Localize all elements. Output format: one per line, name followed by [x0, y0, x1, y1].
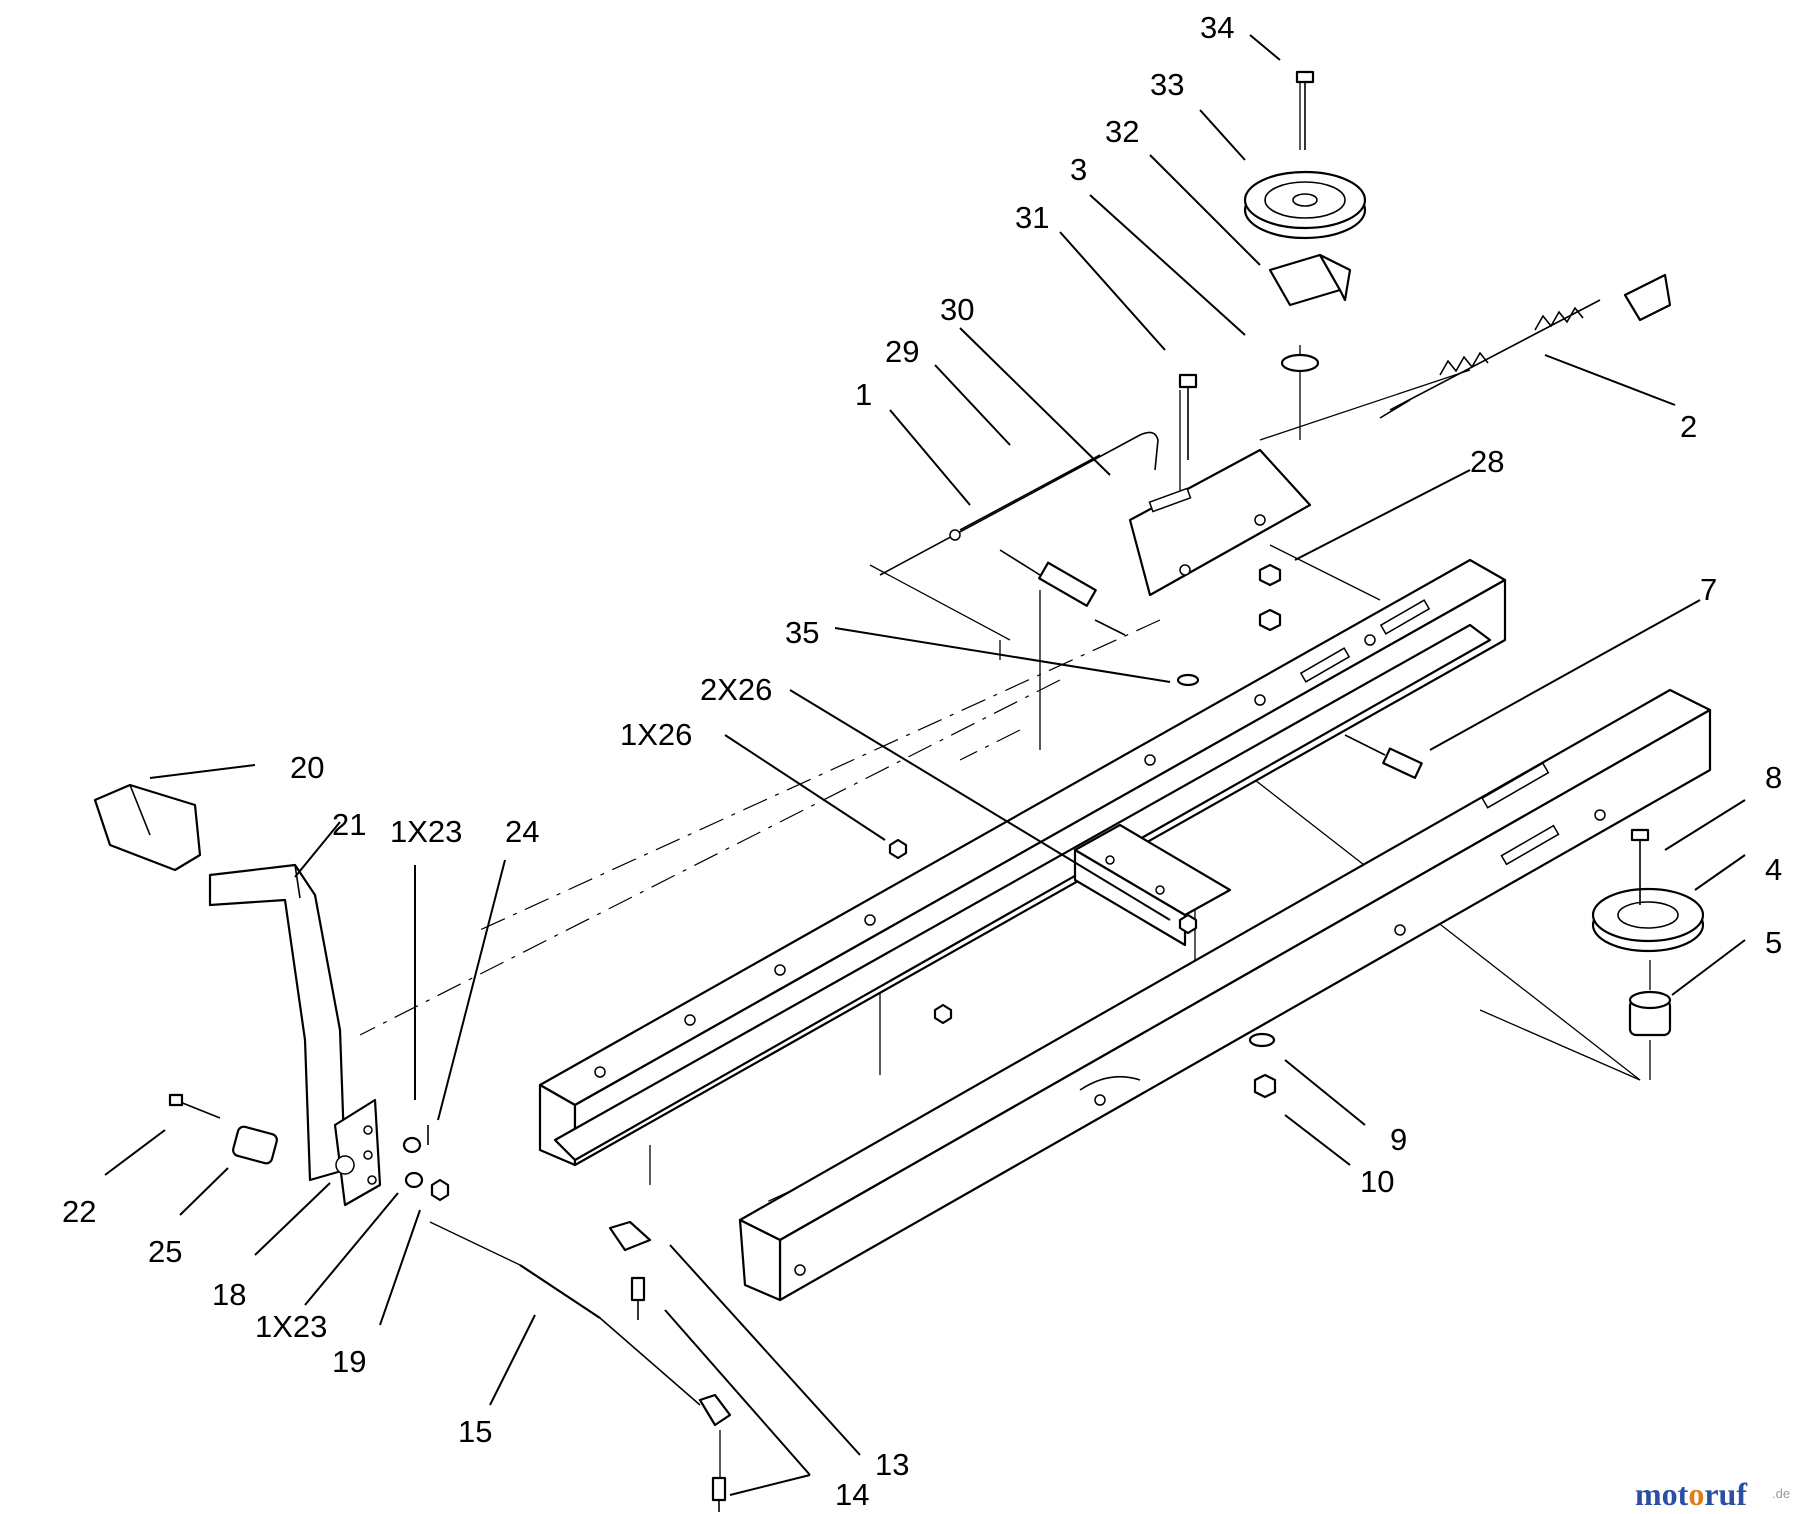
callout-22: 22: [62, 1194, 96, 1229]
callout-1x23-top: 1X23: [390, 814, 462, 849]
callout-7: 7: [1700, 572, 1717, 607]
callouts: 34 33 32 3 31 30 29 1 2 28 7 35 2X26 1X2…: [62, 10, 1782, 1512]
callout-1x23-bottom: 1X23: [255, 1309, 327, 1344]
callout-33: 33: [1150, 67, 1184, 102]
callout-28: 28: [1470, 444, 1504, 479]
cross-member: [1073, 823, 1232, 947]
watermark-suffix: .de: [1772, 1486, 1790, 1501]
callout-5: 5: [1765, 925, 1782, 960]
spring-rod: [1379, 273, 1672, 419]
idler-bracket-plate: [1128, 448, 1312, 597]
watermark-text-a: mot: [1635, 1476, 1689, 1512]
callout-19: 19: [332, 1344, 366, 1379]
callout-32: 32: [1105, 114, 1139, 149]
link-rod: [879, 431, 1159, 636]
callout-24: 24: [505, 814, 539, 849]
brake-rod: [519, 1220, 732, 1512]
callout-30: 30: [940, 292, 974, 327]
callout-1x26: 1X26: [620, 717, 692, 752]
callout-35: 35: [785, 615, 819, 650]
callout-21: 21: [332, 807, 366, 842]
callout-14: 14: [835, 1477, 869, 1512]
watermark-text-c: ruf: [1704, 1476, 1747, 1512]
svg-text:motoruf: motoruf: [1635, 1476, 1747, 1512]
frame-rail-left: [538, 558, 1507, 1167]
callout-4: 4: [1765, 852, 1782, 887]
leader-lines: [104, 34, 1746, 1496]
callout-3: 3: [1070, 152, 1087, 187]
callout-31: 31: [1015, 200, 1049, 235]
pulley-bracket: [1268, 253, 1352, 307]
frame-rail-right: [738, 688, 1712, 1302]
callout-20: 20: [290, 750, 324, 785]
callout-29: 29: [885, 334, 919, 369]
idler-pulley-top: [1243, 70, 1367, 373]
callout-2x26: 2X26: [700, 672, 772, 707]
callout-13: 13: [875, 1447, 909, 1482]
callout-18: 18: [212, 1277, 246, 1312]
watermark-logo: motoruf .de: [1635, 1476, 1790, 1512]
watermark-text-b: o: [1688, 1476, 1704, 1512]
pedal-hardware: [168, 1093, 450, 1202]
brake-pedal: [93, 783, 382, 1207]
callout-25: 25: [148, 1234, 182, 1269]
callout-9: 9: [1390, 1122, 1407, 1157]
idler-pulley-right: [1591, 828, 1705, 1037]
callout-2: 2: [1680, 409, 1697, 444]
callout-15: 15: [458, 1414, 492, 1449]
callout-1: 1: [855, 377, 872, 412]
callout-8: 8: [1765, 760, 1782, 795]
hardware: [888, 373, 1423, 1099]
callout-34: 34: [1200, 10, 1234, 45]
callout-10: 10: [1360, 1164, 1394, 1199]
